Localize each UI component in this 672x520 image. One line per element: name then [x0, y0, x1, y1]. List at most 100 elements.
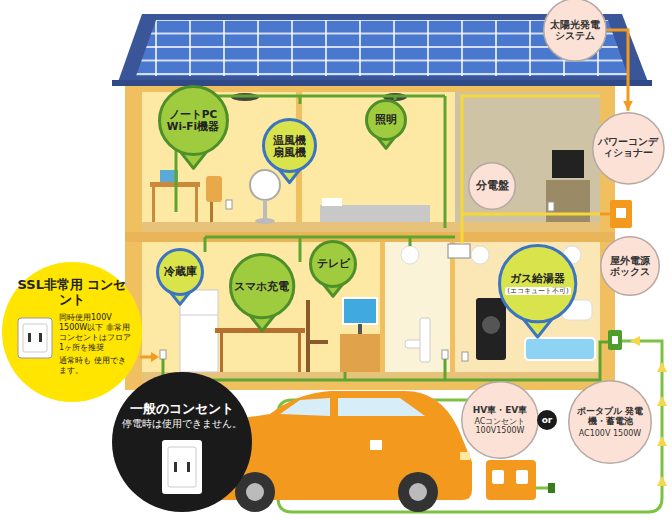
furniture: [255, 218, 275, 224]
furniture: [442, 350, 448, 359]
car: [338, 398, 425, 416]
furniture: [482, 316, 500, 334]
icon-space: [13, 313, 59, 376]
appliance-pin: ノートPC Wi-Fi機器: [158, 85, 229, 156]
source-callout: ポータブル 発電機・蓄電池AC100V 1500W: [568, 380, 652, 464]
circle-outline: [112, 372, 252, 512]
text-stack: 照明: [375, 114, 397, 127]
furniture: [462, 352, 468, 361]
callout-circle: [500, 246, 576, 322]
text-stack: ガス給湯器(エコキュート不可): [505, 273, 570, 296]
furniture: [358, 324, 362, 334]
furniture: [476, 298, 506, 360]
or-badge: or: [537, 410, 557, 430]
text-stack: 一般のコンセント停電時は使用できません。: [112, 372, 252, 512]
text-stack: 屋外電源ボックス: [609, 255, 651, 278]
power-devices: [610, 200, 632, 228]
outdoor-supply-line: [536, 487, 550, 490]
furniture: [206, 176, 222, 202]
callout-label: パワーコンディショナー: [597, 137, 659, 159]
callout-note: 同時使用100V 1500W以下 非常用コンセントはフロア1ヶ所を推奨: [59, 313, 131, 353]
outlet-symbol: [162, 440, 202, 494]
furniture: [320, 205, 430, 222]
callout-label: HV車・EV車: [473, 405, 528, 415]
appliance-pin: スマホ充電: [229, 253, 295, 319]
furniture: [250, 170, 280, 200]
outlet-arrow: [140, 352, 159, 362]
outlet-symbol: [18, 318, 52, 358]
outlet-arrow: [151, 352, 159, 362]
callout-title: 一般のコンセント: [130, 402, 234, 417]
house-wall: [125, 86, 615, 390]
appliance-pin: ガス給湯器(エコキュート不可): [498, 244, 577, 323]
outlet-symbol: [174, 462, 177, 472]
house-wall: [385, 242, 450, 382]
furniture: [322, 198, 342, 206]
text-stack: テレビ: [317, 258, 350, 271]
outlet-arrow: [140, 356, 152, 359]
furniture: [448, 244, 470, 258]
callout-note: (エコキュート不可): [505, 287, 570, 295]
callout-label: スマホ充電: [234, 280, 289, 292]
outdoor-supply-line: [657, 396, 667, 406]
callout-label: テレビ: [317, 258, 350, 271]
callout-circle: [264, 120, 316, 172]
outlet-symbol: [18, 318, 52, 358]
furniture: [343, 298, 377, 324]
furniture: [298, 333, 301, 372]
outdoor-supply-line: [657, 476, 667, 486]
text-stack: 分電盤: [476, 180, 509, 193]
car-charger-outlet: [516, 470, 528, 484]
furniture: [210, 202, 213, 222]
furniture: [401, 246, 419, 264]
text-stack: 温風機 扇風機: [271, 134, 309, 158]
emergency-outlet-callout: SSL非常用 コンセント同時使用100V 1500W以下 非常用コンセントはフロ…: [2, 262, 142, 402]
house-wall: [455, 92, 600, 232]
callout-body-row: 同時使用100V 1500W以下 非常用コンセントはフロア1ヶ所を推奨通常時も …: [13, 313, 131, 376]
appliance-pin: 冷蔵庫: [156, 248, 204, 296]
outdoor-supply-line: [548, 483, 555, 493]
furniture: [420, 318, 430, 362]
callout-label: ポータブル 発電機・蓄電池: [576, 406, 644, 427]
outlet-symbol: [28, 333, 31, 342]
furniture: [180, 290, 218, 372]
text-stack: 冷蔵庫: [164, 266, 197, 279]
power-flow-arrow: [607, 30, 628, 111]
outlet-symbol: [187, 462, 190, 472]
text-stack: HV車・EV車 ACコンセント 100V1500W: [468, 405, 532, 436]
system-callout: パワーコンディショナー: [592, 112, 665, 185]
house-wiring: [600, 213, 610, 216]
furniture: [340, 334, 380, 372]
furniture: [263, 200, 267, 220]
text-stack: SSL非常用 コンセント同時使用100V 1500W以下 非常用コンセントはフロ…: [2, 262, 142, 402]
callout-label: 照明: [375, 114, 397, 127]
callout-label: ガス給湯器: [510, 273, 565, 286]
power-devices: [616, 208, 626, 218]
car-charger-outlet: [492, 470, 504, 484]
system-callout: 分電盤: [468, 162, 516, 210]
house-wall: [455, 242, 600, 382]
house-wall: [142, 92, 455, 232]
source-callout: HV車・EV車 ACコンセント 100V1500W: [461, 381, 539, 459]
normal-outlet-callout: 一般のコンセント停電時は使用できません。: [112, 372, 252, 512]
text-stack: 太陽光発電システム: [549, 19, 601, 42]
power-devices: [608, 330, 622, 350]
callout-circle: [158, 250, 203, 295]
callout-label: 屋外電源ボックス: [609, 255, 651, 278]
car: [398, 472, 438, 512]
text-stack: パワーコンディショナー: [597, 137, 659, 159]
house-wiring: [160, 96, 610, 380]
callout-circle: [601, 237, 660, 296]
callout-circle: [469, 163, 516, 210]
callout-note: ACコンセント 100V1500W: [468, 417, 532, 435]
outdoor-supply-line: [657, 362, 667, 372]
furniture: [546, 180, 590, 222]
appliance-pin: テレビ: [309, 240, 357, 288]
appliance-pin: 温風機 扇風機: [262, 118, 317, 173]
callout-label: 冷蔵庫: [164, 266, 197, 279]
furniture: [548, 202, 554, 211]
callout-circle: [311, 242, 356, 287]
house-wall: [142, 222, 600, 232]
outdoor-supply-line: [657, 436, 667, 446]
